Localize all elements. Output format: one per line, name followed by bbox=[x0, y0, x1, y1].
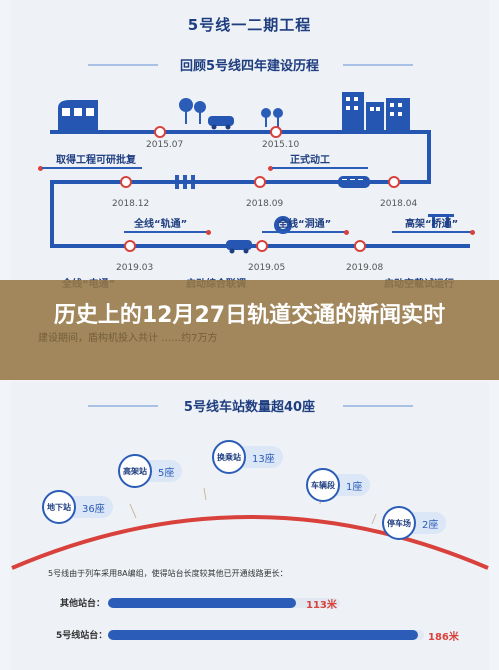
underline-dot bbox=[38, 166, 43, 171]
milestone-node bbox=[354, 240, 366, 252]
platform-label: 5号线站台： bbox=[56, 631, 108, 641]
tunnel-icon bbox=[274, 216, 292, 234]
platform-value: 186米 bbox=[428, 632, 459, 643]
milestone-date: 2018.09 bbox=[246, 199, 284, 209]
track-row-2 bbox=[50, 180, 431, 184]
milestone-date: 2018.12 bbox=[112, 199, 150, 209]
milestone-label: 全线“洞通” bbox=[278, 219, 332, 230]
milestone-date: 2018.04 bbox=[380, 199, 418, 209]
station-type: 高架站 bbox=[118, 454, 152, 488]
platform-value: 113米 bbox=[306, 600, 337, 611]
station-title: 5号线车站数量超40座 bbox=[183, 400, 316, 415]
tree-icon bbox=[179, 98, 283, 127]
label-underline bbox=[42, 167, 142, 169]
label-underline bbox=[272, 167, 368, 169]
milestone-node bbox=[256, 240, 268, 252]
milestone-label: 全线“轨通” bbox=[134, 219, 188, 230]
milestone-node bbox=[388, 176, 400, 188]
milestone-node bbox=[124, 240, 136, 252]
headline-banner bbox=[0, 280, 499, 380]
project-title: 5号线一二期工程 bbox=[187, 16, 312, 34]
milestone-label: 取得工程可研批复 bbox=[56, 155, 136, 166]
station-count: 13座 bbox=[238, 446, 283, 468]
milestone-date: 2019.03 bbox=[116, 263, 154, 273]
city-buildings-icon bbox=[342, 92, 410, 130]
news-headline: 历史上的12月27日轨道交通的新闻实时 bbox=[53, 303, 446, 328]
milestone-date: 2019.08 bbox=[346, 263, 384, 273]
milestone-node bbox=[154, 126, 166, 138]
station-bubble-parking: 停车场 2座 bbox=[382, 506, 447, 540]
station-type: 停车场 bbox=[382, 506, 416, 540]
label-underline bbox=[392, 231, 472, 233]
underline-dot bbox=[344, 230, 349, 235]
milestone-date: 2015.07 bbox=[146, 140, 184, 150]
faded-caption: 建设期间，盾构机投入共计 ……约7万方 bbox=[38, 333, 218, 344]
milestone-node bbox=[254, 176, 266, 188]
station-bubble-transfer: 换乘站 13座 bbox=[212, 440, 283, 474]
train-depot-icon bbox=[58, 100, 98, 130]
milestone-date: 2015.10 bbox=[262, 140, 300, 150]
title-rule-left bbox=[88, 405, 158, 407]
history-subtitle: 回顾5号线四年建设历程 bbox=[179, 59, 320, 74]
milestone-label: 高架“桥通” bbox=[405, 219, 459, 230]
track-turn-left bbox=[50, 180, 54, 246]
station-bubble-depot: 车辆段 1座 bbox=[306, 468, 371, 502]
station-type: 换乘站 bbox=[212, 440, 246, 474]
platform-label: 其他站台： bbox=[60, 599, 106, 609]
platform-bar-other bbox=[108, 598, 296, 608]
track-turn-right bbox=[427, 130, 431, 182]
timeline-illustration bbox=[58, 92, 454, 254]
milestone-node bbox=[270, 126, 282, 138]
label-underline bbox=[262, 231, 346, 233]
title-rule-right bbox=[343, 405, 413, 407]
station-count: 1座 bbox=[332, 474, 371, 496]
station-count: 36座 bbox=[68, 496, 113, 518]
subtitle-rule-left bbox=[88, 64, 158, 66]
station-count: 2座 bbox=[408, 512, 447, 534]
underline-dot bbox=[268, 166, 273, 171]
platform-note: 5号线由于列车采用8A编组，使得站台长度较其他已开通线路更长： bbox=[48, 569, 288, 578]
underline-dot bbox=[206, 230, 211, 235]
subtitle-rule-right bbox=[343, 64, 413, 66]
milestone-node bbox=[120, 176, 132, 188]
track-row-1 bbox=[50, 130, 431, 134]
bridge-icon bbox=[428, 214, 454, 228]
label-underline bbox=[124, 231, 208, 233]
station-type: 地下站 bbox=[42, 490, 76, 524]
station-bubble-elevated: 高架站 5座 bbox=[118, 454, 183, 488]
milestone-date: 2019.05 bbox=[248, 263, 286, 273]
milestone-label: 正式动工 bbox=[290, 155, 330, 166]
station-type: 车辆段 bbox=[306, 468, 340, 502]
platform-bar-line5 bbox=[108, 630, 418, 640]
car-icon bbox=[208, 116, 234, 130]
station-bubble-underground: 地下站 36座 bbox=[42, 490, 113, 524]
underline-dot bbox=[470, 230, 475, 235]
station-count: 5座 bbox=[144, 460, 183, 482]
